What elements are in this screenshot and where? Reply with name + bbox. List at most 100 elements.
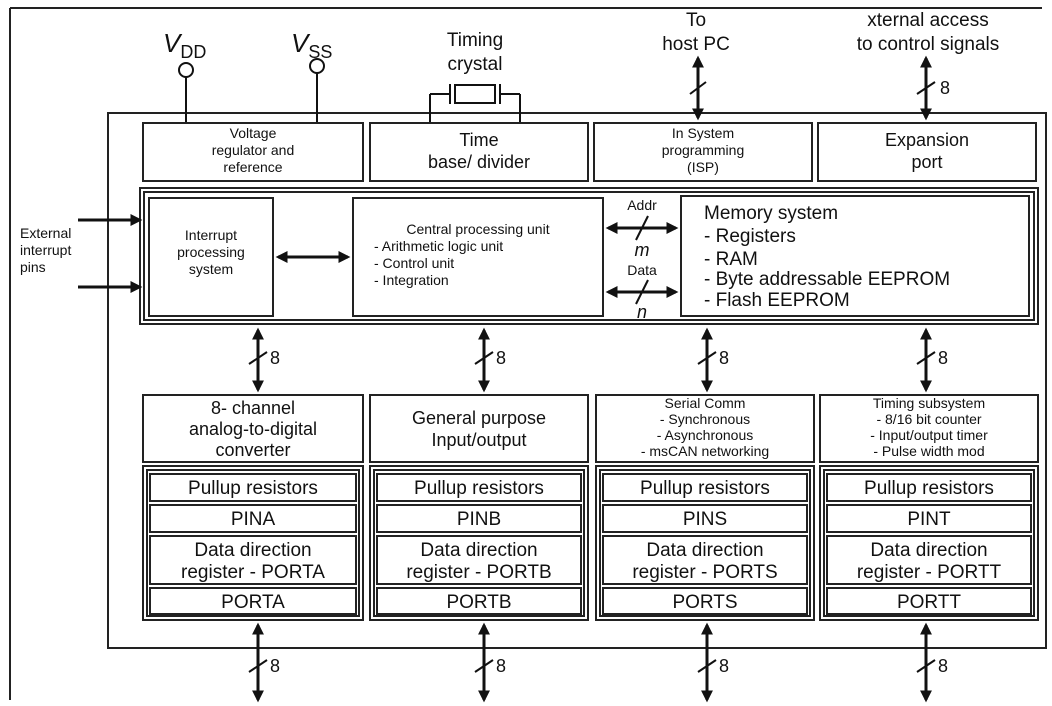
adc-line3: converter [215,440,290,460]
port-stack-inner-t [823,469,1035,617]
voltage-regulator-block [142,122,364,182]
memory-item-registers: - Registers [704,226,796,247]
cpu-block [352,197,604,317]
ddr-label-line2-s: register - PORTS [632,562,777,583]
port-label-b: PORTB [446,592,511,613]
isp-line3: (ISP) [687,159,719,175]
timebase-line2: base/ divider [428,152,530,172]
ext-bus-slash [916,81,936,95]
port-bus-width-t: 8 [938,656,948,676]
port-label-a: PORTA [221,592,285,613]
pin-label-b: PINB [457,509,501,530]
vss-terminal [309,58,325,74]
serial-item-async: - Asynchronous [657,427,754,443]
pullup-resistors-t [826,473,1032,502]
vdd-label: VDD [163,28,206,62]
timing-subsystem-block [819,394,1039,463]
ddr-label-line1-s: Data direction [646,540,763,561]
ext-label-line2: to control signals [857,34,1000,55]
internal-bus-width-1: 8 [496,348,506,368]
ddr-label-line2-b: register - PORTB [406,562,551,583]
isp-block [593,122,813,182]
isp-line2: programming [662,142,744,158]
port-register-b [376,587,582,615]
internal-bus-width-3: 8 [938,348,948,368]
port-label-s: PORTS [672,592,737,613]
port-bus-width-b: 8 [496,656,506,676]
host-pc-link: To host PC [662,10,730,121]
serial-title: Serial Comm [665,395,746,411]
adc-line2: analog-to-digital [189,419,317,439]
pullup-resistors-a [149,473,357,502]
gpio-line2: Input/output [431,430,526,450]
voltage-line2: regulator and [212,142,295,158]
data-bus-slash [635,279,649,305]
internal-bus-slash-0 [248,351,268,365]
port-register-a [149,587,357,615]
pin-register-t [826,504,1032,533]
internal-bus-slash-1 [474,351,494,365]
pin-label-a: PINA [231,509,276,530]
internal-bus-slash-2 [697,351,717,365]
ddr-register-a [149,535,357,585]
expansion-port-block [817,122,1037,182]
memory-system-block [680,195,1030,317]
ddr-label-line1-b: Data direction [420,540,537,561]
data-label: Data [627,262,657,278]
serial-item-mscan: - msCAN networking [641,443,769,459]
pullup-label-s: Pullup resistors [640,478,770,499]
vss-label: VSS [291,28,332,62]
pin-label-t: PINT [907,509,951,530]
internal-bus-width-0: 8 [270,348,280,368]
pullup-label-a: Pullup resistors [188,478,318,499]
port-stack-outer-b [369,465,589,621]
port-stack-outer-s [595,465,815,621]
core-region-inner [143,191,1035,321]
memory-item-flash: - Flash EEPROM [704,290,850,311]
data-width: n [637,302,647,322]
pin-label-s: PINS [683,509,727,530]
port-bus-width-a: 8 [270,656,280,676]
timing-item-pwm: - Pulse width mod [873,443,984,459]
vdd-pin: VDD [163,28,206,123]
gpio-block [369,394,589,463]
memory-item-eeprom: - Byte addressable EEPROM [704,269,950,290]
port-register-s [602,587,808,615]
ddr-register-s [602,535,808,585]
internal-buses: 8 8 8 8 [248,327,948,393]
port-stack-inner-s [599,469,811,617]
pullup-resistors-b [376,473,582,502]
expansion-line1: Expansion [885,130,969,150]
interrupt-line2: processing [177,244,245,260]
ext-label-line1: xternal access [867,10,988,31]
host-bus-slash [689,81,707,95]
serial-item-sync: - Synchronous [660,411,750,427]
external-access-link: xternal access to control signals 8 [857,10,1000,121]
gpio-line1: General purpose [412,408,546,428]
core-region-outer [139,187,1039,325]
interrupt-system-block [148,197,274,317]
timing-title: Timing subsystem [873,395,985,411]
pullup-label-t: Pullup resistors [864,478,994,499]
ddr-register-b [376,535,582,585]
port-label-t: PORTT [897,592,961,613]
port-bus-slash-s [697,659,717,673]
ddr-label-line2-t: register - PORTT [857,562,1002,583]
expansion-line2: port [911,152,942,172]
interrupt-line3: system [189,261,233,277]
pullup-resistors-s [602,473,808,502]
ddr-label-line2-a: register - PORTA [181,562,325,583]
ddr-label-line1-t: Data direction [870,540,987,561]
isp-line1: In System [672,125,734,141]
vss-pin: VSS [291,28,332,123]
cpu-title: Central processing unit [406,221,549,237]
ext-interrupt-line2: interrupt [20,242,71,258]
voltage-line1: Voltage [230,125,277,141]
internal-bus-width-2: 8 [719,348,729,368]
addr-label: Addr [627,197,657,213]
timing-item-io-timer: - Input/output timer [870,427,988,443]
